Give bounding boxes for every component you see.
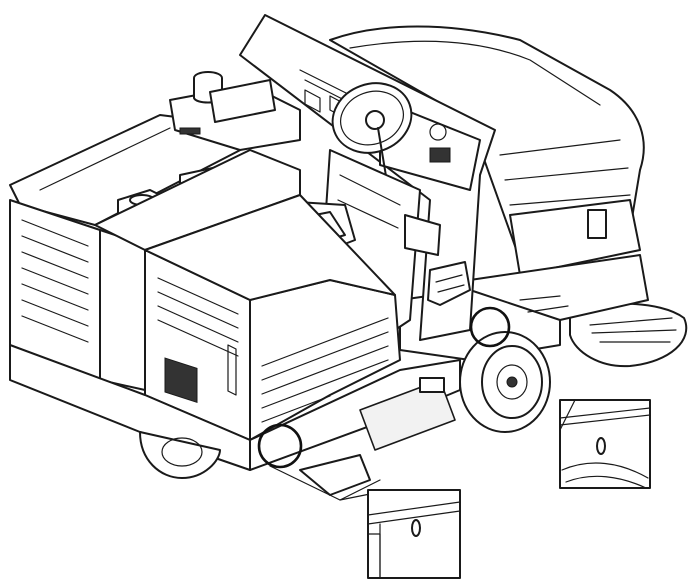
- callout-circle-front: [257, 423, 303, 469]
- air-cleaner: [193, 71, 276, 123]
- right-wheel: [459, 331, 551, 433]
- front-side-panel: [144, 249, 251, 441]
- rear-wheel: [139, 431, 221, 479]
- inset-detail-rear: [559, 399, 651, 489]
- callout-circle-rear: [469, 306, 511, 348]
- leader-line-front-b: [339, 479, 381, 501]
- inset-detail-front: [367, 489, 461, 579]
- front-corner-body: [144, 194, 401, 441]
- steering-wheel: [331, 82, 413, 201]
- rear-body: [9, 149, 301, 391]
